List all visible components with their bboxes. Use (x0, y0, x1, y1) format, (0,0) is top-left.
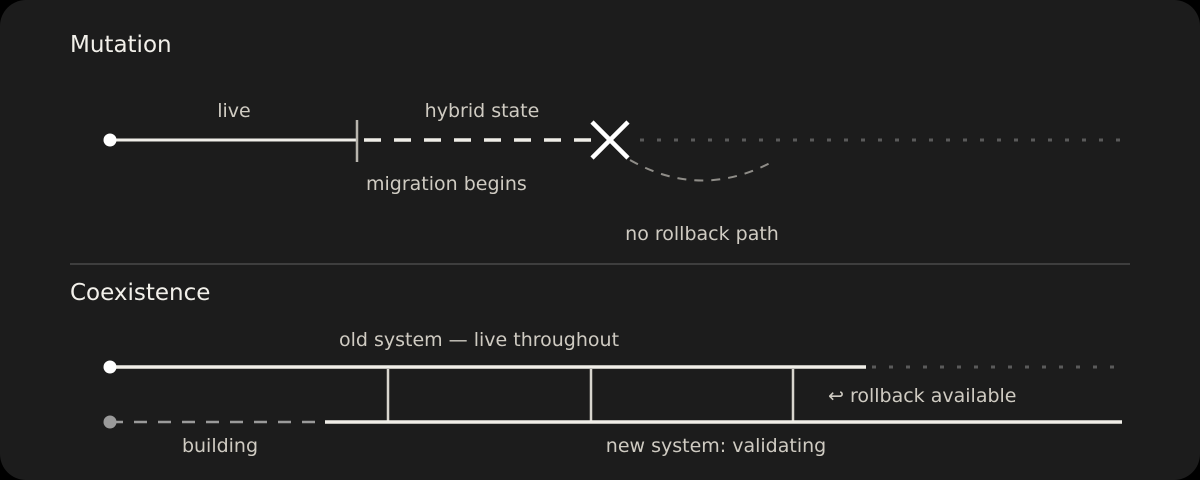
section-title-mutation: Mutation (70, 32, 172, 58)
no-rollback-arc (629, 159, 773, 182)
label-migration-begins: migration begins (366, 173, 527, 195)
x-mark-icon (590, 120, 630, 160)
mutation-start-dot (103, 133, 117, 147)
section-title-coexistence: Coexistence (70, 280, 210, 306)
label-rollback-available: ↩ rollback available (828, 385, 1017, 407)
label-no-rollback-path: no rollback path (625, 223, 779, 245)
old-system-start-dot (103, 360, 117, 374)
label-old-system: old system — live throughout (339, 329, 619, 351)
label-phase-live: live (217, 100, 251, 122)
label-building: building (182, 435, 258, 457)
label-phase-hybrid-state: hybrid state (425, 100, 540, 122)
new-system-start-dot (103, 415, 117, 429)
label-new-system-validating: new system: validating (606, 435, 826, 457)
